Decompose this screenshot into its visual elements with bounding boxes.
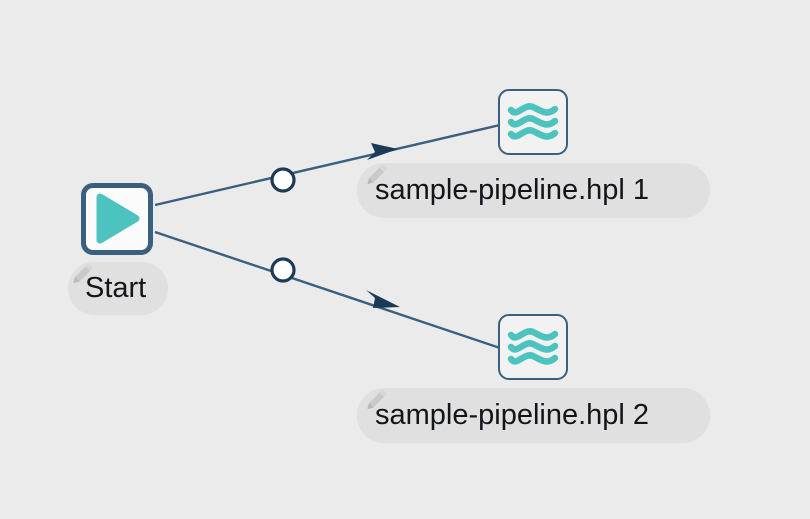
node-label-pipeline-1-text: sample-pipeline.hpl 1 xyxy=(375,174,650,206)
node-label-pipeline-2[interactable]: sample-pipeline.hpl 2 xyxy=(357,388,710,443)
hop-circle-pipeline-2[interactable] xyxy=(270,257,296,283)
pipeline-waves-icon xyxy=(507,328,559,365)
play-triangle-icon xyxy=(96,193,140,244)
node-start[interactable] xyxy=(81,183,153,255)
hop-circle-pipeline-1[interactable] xyxy=(270,167,296,193)
node-label-start[interactable]: Start xyxy=(68,262,168,315)
hop-line-start-to-pipeline-1[interactable] xyxy=(154,123,501,207)
node-pipeline-1[interactable] xyxy=(498,89,568,155)
arrowhead-pipeline-1 xyxy=(367,143,398,160)
pipeline-waves-icon xyxy=(507,103,559,140)
hop-line-start-to-pipeline-2[interactable] xyxy=(154,230,501,350)
node-label-start-text: Start xyxy=(85,272,147,304)
node-label-pipeline-2-text: sample-pipeline.hpl 2 xyxy=(375,399,650,431)
arrowhead-pipeline-2 xyxy=(366,290,400,308)
node-pipeline-2[interactable] xyxy=(498,314,568,380)
node-label-pipeline-1[interactable]: sample-pipeline.hpl 1 xyxy=(357,163,710,218)
